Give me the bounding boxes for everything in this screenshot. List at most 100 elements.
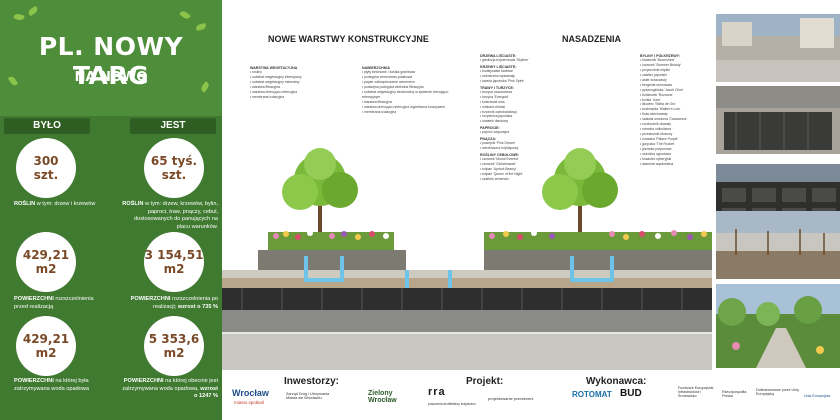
rra-logo-sub: pracownia architektury krajobrazu bbox=[428, 402, 476, 406]
list-item: podsypka cementowo-piaskowa bbox=[362, 75, 462, 80]
eu-fund-logo: Fundusze Europejskie Infrastruktura i Śr… bbox=[678, 386, 714, 398]
site-photo-before bbox=[716, 14, 840, 82]
layers-heading: NOWE WARSTWY KONSTRUKCYJNE bbox=[268, 34, 429, 44]
paving-layer bbox=[222, 270, 712, 278]
list-item: tulipan 'Queen of the Night' bbox=[480, 172, 554, 177]
list-item: zawilec japoński bbox=[640, 73, 714, 78]
list-item: budlejowate karłowe bbox=[480, 69, 554, 74]
poland-flag-logo: Rzeczpospolita Polska bbox=[722, 390, 747, 398]
list-item: pysznogłówka 'Jacob Cline' bbox=[640, 88, 714, 93]
list-item: glediczja trójcierniowa 'Skyline' bbox=[480, 58, 554, 63]
page-title: PL. NOWY TARG bbox=[38, 32, 184, 90]
tree-trunk bbox=[318, 190, 322, 250]
list-item: tawuła japońska 'Pink Spire' bbox=[480, 79, 554, 84]
list-item: żurawka 'Palace Purple' bbox=[640, 137, 714, 142]
list-item: membrana izolacyjna bbox=[250, 95, 340, 100]
subgrade-layer bbox=[222, 332, 712, 370]
zielony-wroclaw-logo: Zielony Wrocław bbox=[368, 390, 397, 404]
retention-crates bbox=[222, 288, 712, 310]
tree-canopy bbox=[542, 148, 618, 210]
list-item: bodziszek 'Rozanne' bbox=[640, 93, 714, 98]
list-item: winobluszcz trójklapowy bbox=[480, 146, 554, 151]
vegetation-layer-list: WARSTWA WEGETACYJNA roślinysubstrat wege… bbox=[250, 64, 340, 100]
list-item: rośliny bbox=[250, 70, 340, 75]
list-item: turzyca 'Evergold' bbox=[480, 95, 554, 100]
list-item: liliowiec 'Stella de Oro' bbox=[640, 102, 714, 107]
list-item: ostróżka ogrodowa bbox=[640, 152, 714, 157]
list-item: warstwa filtracyjna bbox=[362, 100, 462, 105]
list-item: przetacznik kłosowy bbox=[640, 132, 714, 137]
paving-layers: płyty betonowe / kostka granitowapodsypk… bbox=[362, 70, 462, 114]
site-photo-construction bbox=[716, 86, 840, 154]
list-item: papier zabezpieczenie cementem bbox=[362, 80, 462, 85]
rra-logo: rra bbox=[428, 386, 446, 398]
wroclaw-logo-tagline: miasto spotkań bbox=[234, 400, 265, 405]
tree-trunk bbox=[578, 190, 582, 250]
list-item: membrana izolacyjna bbox=[362, 110, 462, 115]
now-permeable-desc: POWIERZCHNI rozszczelnienia po realizacj… bbox=[130, 296, 218, 310]
list-item: szafirek armeński bbox=[480, 177, 554, 182]
now-retention-desc: POWIERZCHNI na której obecnie jest zatrz… bbox=[122, 378, 218, 400]
before-permeable-desc: POWIERZCHNI rozszczelnienia przed realiz… bbox=[14, 296, 94, 310]
vegetation-layers: roślinysubstrat wegetacyjny intensywnysu… bbox=[250, 70, 340, 100]
investors-label: Inwestorzy: bbox=[284, 376, 340, 387]
list-item: śmiałek darniowy bbox=[480, 119, 554, 124]
page-subtitle: NA NOWO bbox=[74, 70, 148, 85]
list-item: kosaciec syberyjski bbox=[640, 157, 714, 162]
now-plants-circle: 65 tyś.szt. bbox=[144, 138, 204, 198]
list-item: lawenda wąskolistna bbox=[640, 162, 714, 167]
contractor-label: Wykonawca: bbox=[586, 376, 647, 387]
site-photo-after bbox=[716, 284, 840, 368]
list-item: substrat wegetacyjny strukturalny w syst… bbox=[362, 90, 462, 100]
flower-bed-left bbox=[268, 230, 394, 250]
eu-cofunded-logo: Dofinansowane przez Unię Europejską bbox=[756, 388, 799, 396]
paving-layer-list: NAWIERZCHNIA płyty betonowe / kostka gra… bbox=[362, 64, 462, 114]
list-item: rozplenica japońska bbox=[480, 114, 554, 119]
list-item: substrat wegetacyjny intensywny bbox=[250, 75, 340, 80]
bud-logo: BUD bbox=[620, 388, 642, 399]
list-item: szałwia omszona 'Caradonna' bbox=[640, 117, 714, 122]
list-item: substrat wegetacyjny mineralny bbox=[250, 80, 340, 85]
flower-bed-right bbox=[484, 230, 712, 250]
list-item: języczka 'The Rocket' bbox=[640, 142, 714, 147]
before-plants-desc: ROŚLIN w tym: drzew i krzewów bbox=[14, 201, 96, 207]
projektowanie-logo: projektowanie przestrzeni bbox=[488, 396, 534, 401]
wroclaw-logo: Wrocław bbox=[232, 388, 269, 398]
list-item: czosnek 'Globemaster' bbox=[480, 162, 554, 167]
site-photo-young-trees bbox=[716, 211, 840, 279]
list-item: rutewka orlikolistna bbox=[640, 127, 714, 132]
water-channels bbox=[304, 256, 614, 290]
footer-logos: Inwestorzy: Projekt: Wykonawca: Wrocław … bbox=[222, 370, 840, 420]
list-item: powojnik 'Pink Dream' bbox=[480, 141, 554, 146]
project-label: Projekt: bbox=[466, 376, 504, 387]
list-item: kostrzewa sina bbox=[480, 100, 554, 105]
plant-list-right: BYLINY I PÓŁKRZEWY: krwawnik 'Moonshine'… bbox=[640, 52, 714, 167]
list-item: turzyca oszukańcza bbox=[480, 90, 554, 95]
list-item: krwawnik 'Moonshine' bbox=[640, 58, 714, 63]
list-item: trzcinnik ostrokwiatowy bbox=[480, 110, 554, 115]
list-item: ostrokrzew wystawały bbox=[480, 74, 554, 79]
plant-list-left: DRZEWA LIŚCIASTE: glediczja trójcierniow… bbox=[480, 52, 554, 182]
list-item: bergenia sercowata bbox=[640, 83, 714, 88]
list-item: tulipan 'Apricot Beauty' bbox=[480, 167, 554, 172]
list-item: warstwa filtracyjna bbox=[250, 85, 340, 90]
list-item: miskant chiński bbox=[480, 105, 554, 110]
before-retention-desc: POWIERZCHNI na której była zatrzymywana … bbox=[14, 378, 89, 392]
list-item: jeżówka purpurowa bbox=[640, 147, 714, 152]
list-item: rozchodnik okazały bbox=[640, 122, 714, 127]
title-banner bbox=[0, 0, 222, 116]
list-item: paproć zwyczajna bbox=[480, 130, 554, 135]
list-item: funkia 'June' bbox=[640, 98, 714, 103]
tree-canopy bbox=[282, 148, 358, 210]
zdm-logo: Zarząd Dróg i Utrzymania Miasta we Wrocł… bbox=[286, 392, 330, 400]
list-item: aster krzaczasty bbox=[640, 78, 714, 83]
list-item: przywrotnik miękki bbox=[640, 68, 714, 73]
sand-bedding bbox=[222, 278, 712, 288]
list-item: warstwa drenująco-retencyjna bbox=[250, 90, 340, 95]
